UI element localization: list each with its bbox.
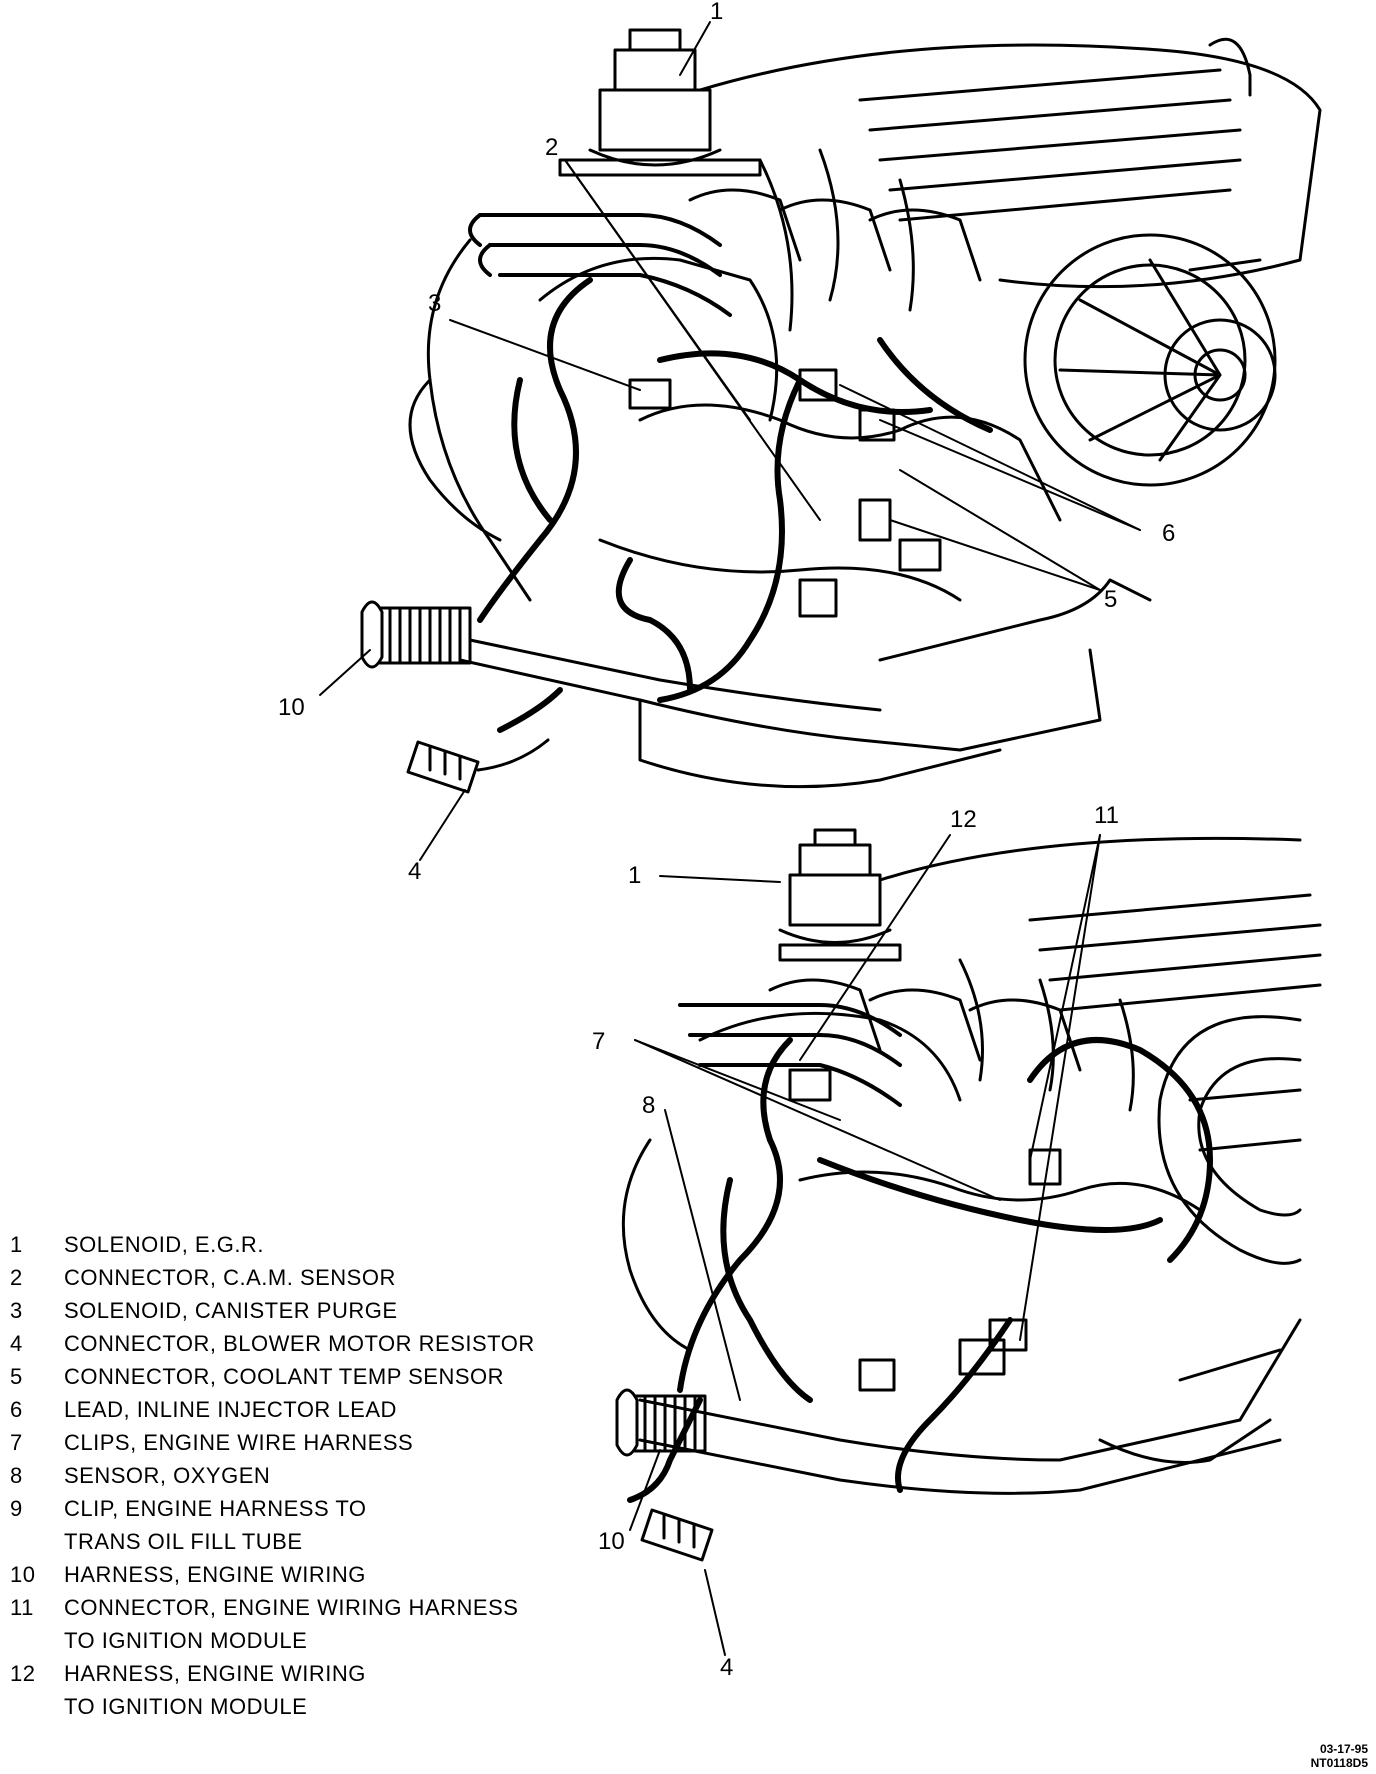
legend-description: CONNECTOR, ENGINE WIRING HARNESS TO IGNI… xyxy=(64,1595,519,1653)
egr-solenoid-bottom xyxy=(778,828,902,962)
callout-top-5: 5 xyxy=(1104,586,1118,613)
legend-description: SOLENOID, E.G.R. xyxy=(64,1232,264,1257)
top-engine-view xyxy=(319,21,1322,861)
figure-stamp: 03-17-95 NT0118D5 xyxy=(1311,1742,1368,1770)
legend-number: 10 xyxy=(10,1562,36,1587)
legend-number: 11 xyxy=(10,1595,34,1620)
harness-sleeve-top xyxy=(360,600,472,669)
legend-number: 4 xyxy=(10,1331,23,1356)
lower-housing-top xyxy=(458,578,1152,789)
callout-bottom-8: 8 xyxy=(642,1092,656,1119)
figure-code: NT0118D5 xyxy=(1310,1756,1368,1770)
egr-solenoid-top xyxy=(558,28,762,177)
callout-bottom-7: 7 xyxy=(592,1028,606,1055)
legend-description: LEAD, INLINE INJECTOR LEAD xyxy=(64,1397,397,1422)
legend-description: SOLENOID, CANISTER PURGE xyxy=(64,1298,398,1323)
callout-top-3: 3 xyxy=(428,290,442,317)
legend-description: CONNECTOR, COOLANT TEMP SENSOR xyxy=(64,1364,505,1389)
legend-item: 4 CONNECTOR, BLOWER MOTOR RESISTOR xyxy=(10,1327,570,1360)
callout-bottom-4: 4 xyxy=(720,1654,734,1681)
callout-bottom-11: 11 xyxy=(1094,802,1119,829)
spark-plug-wires-bottom xyxy=(678,1003,902,1107)
legend-number: 6 xyxy=(10,1397,23,1422)
legend-number: 2 xyxy=(10,1265,23,1290)
leader-lines-bottom xyxy=(629,834,1101,1656)
legend-item: 8 SENSOR, OXYGEN xyxy=(10,1459,570,1492)
engine-harness-bottom xyxy=(627,1037,1213,1503)
legend-item: 9 CLIP, ENGINE HARNESS TO TRANS OIL FILL … xyxy=(10,1492,570,1558)
engine-harness-top xyxy=(477,277,993,733)
intake-manifold-top xyxy=(698,37,1322,332)
legend-item: 7 CLIPS, ENGINE WIRE HARNESS xyxy=(10,1426,570,1459)
figure-date: 03-17-95 xyxy=(1319,1742,1368,1756)
legend-number: 7 xyxy=(10,1430,23,1455)
leader-lines-top xyxy=(319,21,1141,861)
parts-legend: 1 SOLENOID, E.G.R. 2 CONNECTOR, C.A.M. SEN… xyxy=(10,1228,570,1723)
legend-description: CONNECTOR, C.A.M. SENSOR xyxy=(64,1265,396,1290)
callout-top-4: 4 xyxy=(408,858,422,885)
engine-block-bottom xyxy=(621,978,1202,1352)
blower-connector-bottom xyxy=(640,1508,714,1562)
bottom-engine-view xyxy=(615,828,1322,1656)
legend-item: 1 SOLENOID, E.G.R. xyxy=(10,1228,570,1261)
legend-item: 12 HARNESS, ENGINE WIRING TO IGNITION MOD… xyxy=(10,1657,570,1723)
legend-item: 10 HARNESS, ENGINE WIRING xyxy=(10,1558,570,1591)
legend-description: CONNECTOR, BLOWER MOTOR RESISTOR xyxy=(64,1331,535,1356)
legend-item: 5 CONNECTOR, COOLANT TEMP SENSOR xyxy=(10,1360,570,1393)
connectors-bottom xyxy=(788,1068,1062,1392)
legend-description: HARNESS, ENGINE WIRING TO IGNITION MODUL… xyxy=(64,1661,366,1719)
legend-number: 8 xyxy=(10,1463,23,1488)
callout-top-2: 2 xyxy=(545,134,559,161)
blower-connector-top xyxy=(406,738,550,794)
legend-item: 11 CONNECTOR, ENGINE WIRING HARNESS TO IG… xyxy=(10,1591,570,1657)
alternator-top xyxy=(1023,233,1277,487)
legend-item: 6 LEAD, INLINE INJECTOR LEAD xyxy=(10,1393,570,1426)
legend-item: 2 CONNECTOR, C.A.M. SENSOR xyxy=(10,1261,570,1294)
intake-manifold-bottom xyxy=(878,836,1322,1112)
spark-plug-wires-top xyxy=(468,213,732,317)
engine-block-top xyxy=(408,188,1062,602)
callout-bottom-1: 1 xyxy=(628,862,642,889)
legend-number: 5 xyxy=(10,1364,23,1389)
callout-top-6: 6 xyxy=(1162,520,1176,547)
legend-description: SENSOR, OXYGEN xyxy=(64,1463,271,1488)
legend-description: CLIPS, ENGINE WIRE HARNESS xyxy=(64,1430,414,1455)
legend-number: 3 xyxy=(10,1298,23,1323)
harness-sleeve-bottom xyxy=(615,1388,707,1457)
callout-top-1: 1 xyxy=(710,0,724,25)
legend-number: 1 xyxy=(10,1232,23,1257)
alternator-bottom xyxy=(1157,1015,1302,1265)
callout-bottom-10: 10 xyxy=(598,1528,625,1555)
legend-number: 9 xyxy=(10,1496,23,1521)
callout-top-10: 10 xyxy=(278,694,305,721)
callout-bottom-12: 12 xyxy=(950,806,977,833)
legend-description: CLIP, ENGINE HARNESS TO TRANS OIL FILL T… xyxy=(64,1496,367,1554)
legend-item: 3 SOLENOID, CANISTER PURGE xyxy=(10,1294,570,1327)
legend-description: HARNESS, ENGINE WIRING xyxy=(64,1562,366,1587)
legend-number: 12 xyxy=(10,1661,36,1686)
lower-housing-bottom xyxy=(638,1318,1302,1495)
connectors-top xyxy=(628,368,942,618)
